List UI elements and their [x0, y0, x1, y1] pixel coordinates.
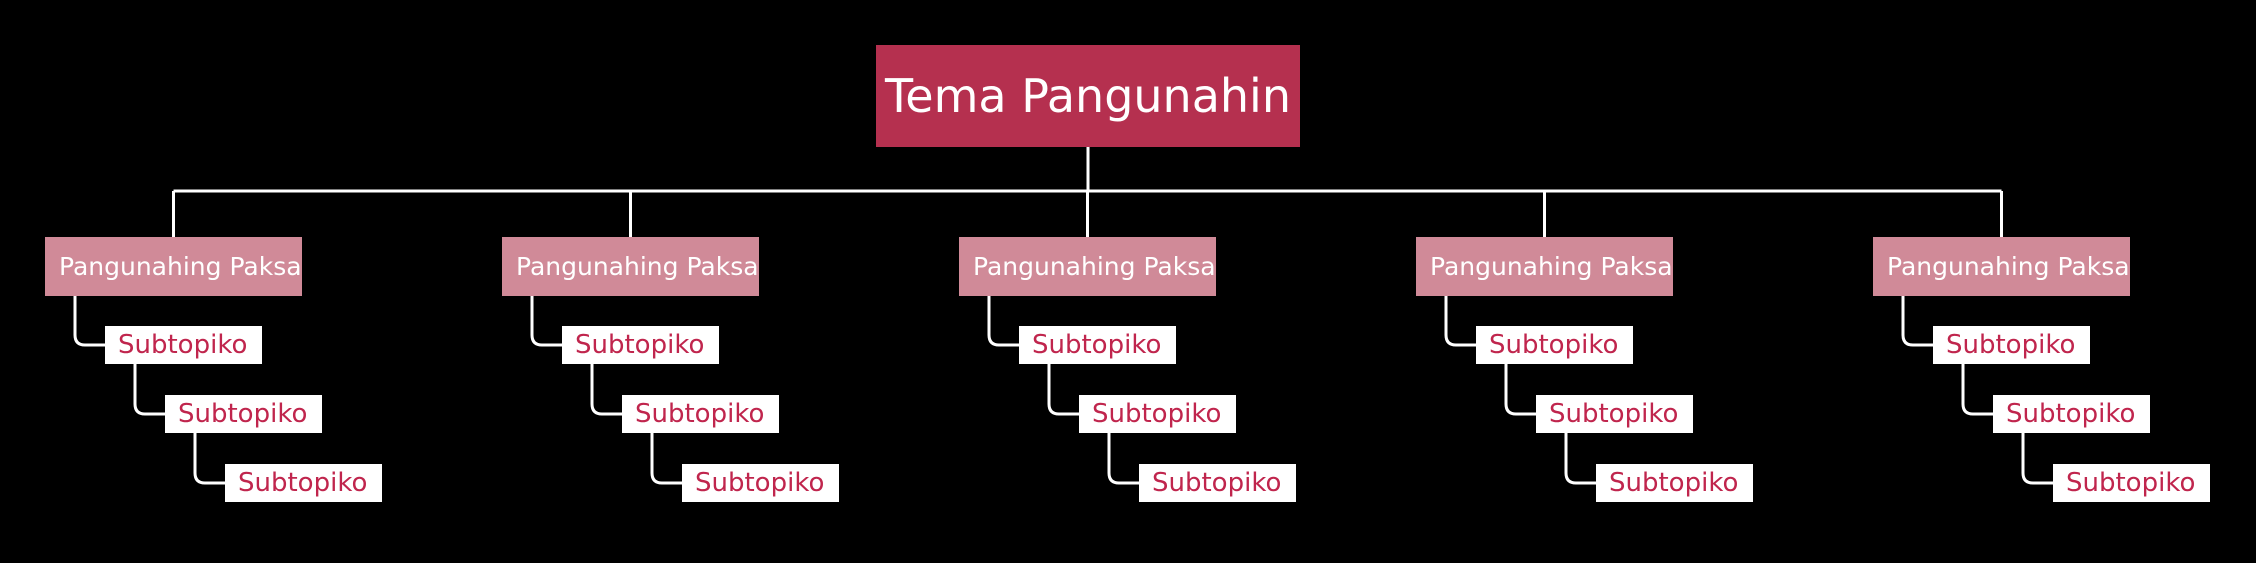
subtopic-connector: [530, 296, 562, 347]
main-topic[interactable]: Pangunahing Paksa: [45, 237, 302, 296]
subtopic-label: Subtopiko: [1946, 330, 2076, 360]
subtopic-connector: [1107, 433, 1139, 485]
root-topic-label: Tema Pangunahin: [884, 69, 1291, 123]
subtopic[interactable]: Subtopiko: [682, 464, 839, 502]
subtopic-label: Subtopiko: [178, 399, 308, 429]
main-topic-label: Pangunahing Paksa: [1887, 252, 2130, 281]
main-topic[interactable]: Pangunahing Paksa: [959, 237, 1216, 296]
main-topic[interactable]: Pangunahing Paksa: [502, 237, 759, 296]
subtopic-label: Subtopiko: [635, 399, 765, 429]
main-topic-label: Pangunahing Paksa: [59, 252, 302, 281]
main-topic[interactable]: Pangunahing Paksa: [1416, 237, 1673, 296]
subtopic[interactable]: Subtopiko: [622, 395, 779, 433]
subtopic-label: Subtopiko: [2066, 468, 2196, 498]
subtopic[interactable]: Subtopiko: [1139, 464, 1296, 502]
subtopic-connector: [2021, 433, 2053, 485]
subtopic-label: Subtopiko: [695, 468, 825, 498]
subtopic-connector: [1901, 296, 1933, 347]
subtopic[interactable]: Subtopiko: [1933, 326, 2090, 364]
subtopic[interactable]: Subtopiko: [165, 395, 322, 433]
subtopic-label: Subtopiko: [1609, 468, 1739, 498]
subtopic-label: Subtopiko: [575, 330, 705, 360]
subtopic-connector: [73, 296, 105, 347]
subtopic-connector: [987, 296, 1019, 347]
subtopic-connector: [650, 433, 682, 485]
subtopic[interactable]: Subtopiko: [1596, 464, 1753, 502]
subtopic-connector: [1047, 364, 1079, 416]
subtopic[interactable]: Subtopiko: [1536, 395, 1693, 433]
subtopic[interactable]: Subtopiko: [2053, 464, 2210, 502]
subtopic[interactable]: Subtopiko: [1476, 326, 1633, 364]
subtopic-label: Subtopiko: [1489, 330, 1619, 360]
subtopic-connector: [1444, 296, 1476, 347]
subtopic[interactable]: Subtopiko: [1079, 395, 1236, 433]
subtopic-connector: [1961, 364, 1993, 416]
subtopic[interactable]: Subtopiko: [1993, 395, 2150, 433]
subtopic-label: Subtopiko: [238, 468, 368, 498]
root-topic[interactable]: Tema Pangunahin: [876, 45, 1300, 147]
subtopic-label: Subtopiko: [1032, 330, 1162, 360]
subtopic[interactable]: Subtopiko: [1019, 326, 1176, 364]
subtopic[interactable]: Subtopiko: [225, 464, 382, 502]
main-topic-label: Pangunahing Paksa: [1430, 252, 1673, 281]
subtopic-label: Subtopiko: [118, 330, 248, 360]
subtopic-connector: [193, 433, 225, 485]
subtopic-connector: [1504, 364, 1536, 416]
subtopic-connector: [1564, 433, 1596, 485]
subtopic-label: Subtopiko: [1152, 468, 1282, 498]
subtopic-label: Subtopiko: [1092, 399, 1222, 429]
subtopic-connector: [590, 364, 622, 416]
main-topic-label: Pangunahing Paksa: [516, 252, 759, 281]
main-topic-label: Pangunahing Paksa: [973, 252, 1216, 281]
subtopic-label: Subtopiko: [2006, 399, 2136, 429]
subtopic-connector: [133, 364, 165, 416]
subtopic[interactable]: Subtopiko: [562, 326, 719, 364]
main-topic[interactable]: Pangunahing Paksa: [1873, 237, 2130, 296]
subtopic[interactable]: Subtopiko: [105, 326, 262, 364]
subtopic-label: Subtopiko: [1549, 399, 1679, 429]
